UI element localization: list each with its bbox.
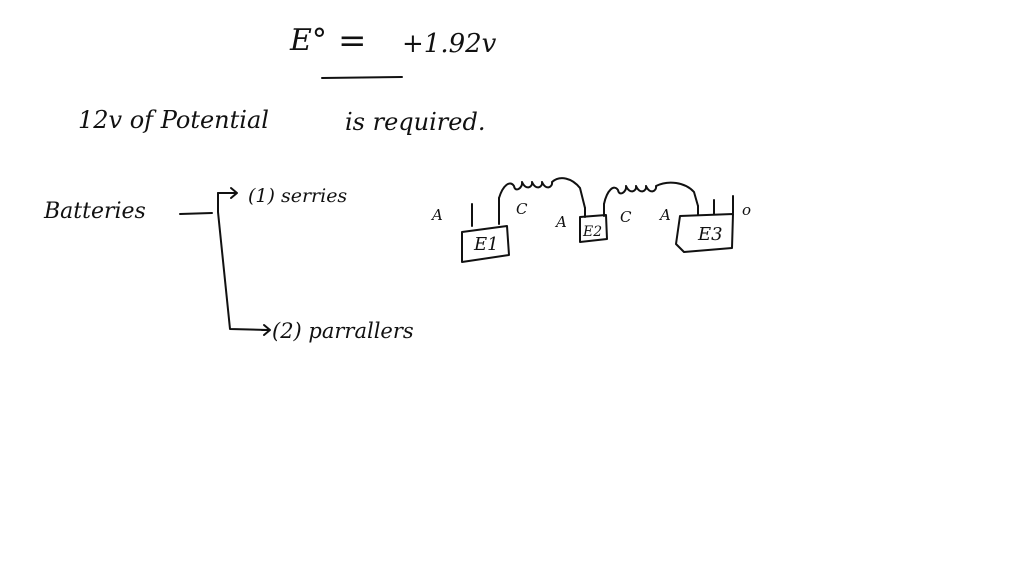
cell-2-anode-label: A bbox=[554, 213, 567, 231]
cell-1-anode-label: A bbox=[430, 206, 443, 224]
cell-3-box bbox=[675, 213, 734, 253]
cell-1-label: E1 bbox=[473, 234, 499, 255]
tree-connector bbox=[179, 212, 213, 215]
cell-3-label: E3 bbox=[697, 224, 723, 245]
coil-2-icon bbox=[603, 181, 699, 207]
series-label: (1) serries bbox=[248, 185, 347, 207]
cell-2-cathode-label: C bbox=[620, 208, 632, 226]
cell-3-cathode-label: o bbox=[742, 201, 751, 219]
tree-bracket bbox=[217, 192, 269, 331]
standard-potential-symbol: E° bbox=[289, 23, 327, 58]
required-potential-text: 12v of Potential bbox=[78, 106, 269, 134]
cell-2-label: E2 bbox=[582, 224, 602, 240]
cell-1-box bbox=[461, 225, 510, 263]
series-arrow-icon bbox=[217, 187, 238, 199]
parallel-arrow-icon bbox=[261, 324, 271, 336]
cell-1-cathode-label: C bbox=[516, 200, 528, 218]
cell-3-anode-label: A bbox=[658, 206, 671, 224]
standard-potential-value: +1.92v bbox=[402, 29, 497, 59]
required-text: is required. bbox=[345, 108, 485, 136]
batteries-label: Batteries bbox=[43, 199, 146, 224]
parallel-label: (2) parrallers bbox=[272, 319, 414, 343]
equation-underline bbox=[321, 76, 403, 79]
coil-1-icon bbox=[498, 177, 586, 209]
cell-2-box bbox=[579, 214, 608, 243]
equals-sign: = bbox=[338, 21, 367, 61]
